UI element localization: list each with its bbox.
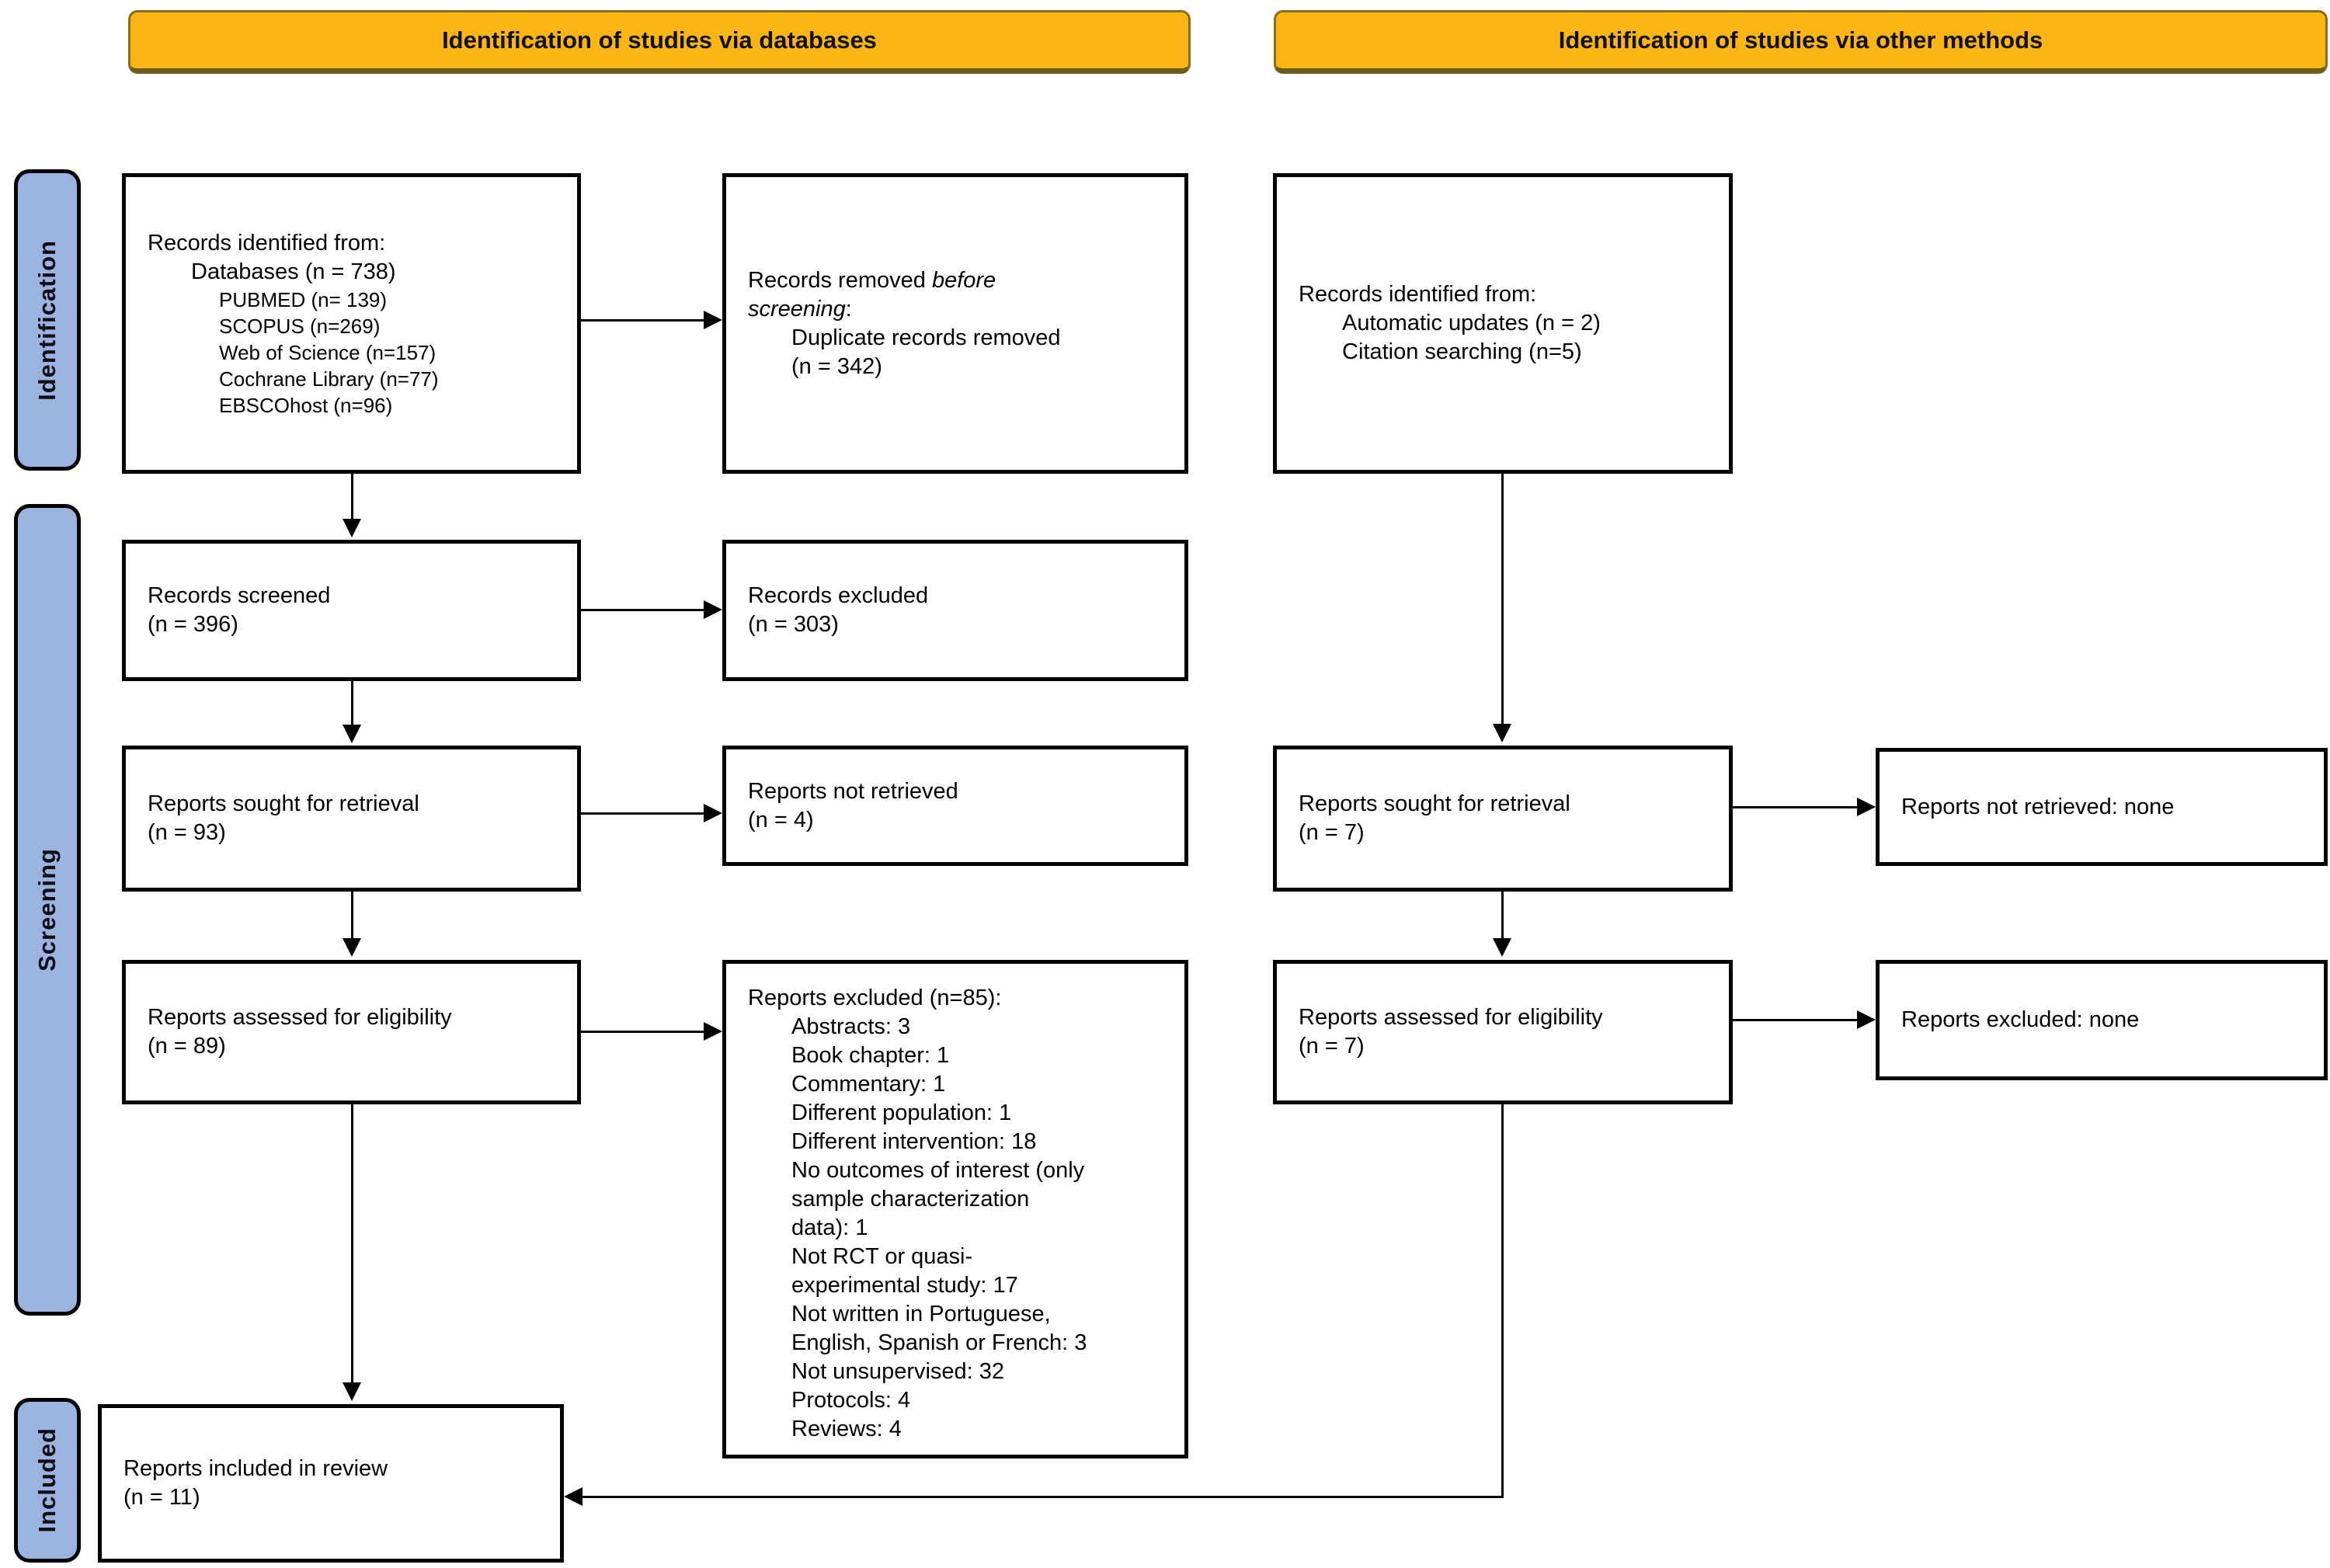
- arrow-other-sought-to-not-retrieved-line: [1733, 806, 1857, 808]
- box-records-identified-databases: Records identified from: Databases (n = …: [122, 173, 581, 474]
- arrow-identified-to-removed-head: [704, 311, 722, 329]
- connector-other-to-included-head: [564, 1487, 582, 1506]
- records-identified-databases-total: Databases (n = 738): [191, 259, 396, 284]
- excluded-protocols: Protocols: 4: [791, 1388, 911, 1413]
- reports-sought-databases-text: Reports sought for retrieval (n = 93): [148, 791, 419, 845]
- box-reports-sought-other: Reports sought for retrieval (n = 7): [1273, 746, 1733, 892]
- arrow-sought-to-assessed-line: [351, 892, 353, 941]
- arrow-identified-to-removed-line: [581, 319, 704, 322]
- stage-included-label: Included: [33, 1427, 61, 1533]
- arrow-sought-to-assessed-head: [343, 938, 361, 957]
- banner-other-methods-label: Identification of studies via other meth…: [1558, 26, 2043, 54]
- box-records-removed-before-screening: Records removed before screening: Duplic…: [722, 173, 1188, 474]
- box-reports-included: Reports included in review (n = 11): [98, 1404, 564, 1563]
- reports-assessed-other-text: Reports assessed for eligibility (n = 7): [1299, 1005, 1603, 1059]
- arrow-other-assessed-to-excluded-line: [1733, 1019, 1857, 1021]
- box-reports-assessed-databases: Reports assessed for eligibility (n = 89…: [122, 960, 581, 1104]
- arrow-identified-to-screened-line: [351, 474, 353, 522]
- box-records-screened: Records screened (n = 396): [122, 540, 581, 681]
- records-excluded-text: Records excluded (n = 303): [748, 583, 929, 637]
- records-removed-colon: :: [845, 296, 852, 322]
- box-reports-excluded-reasons: Reports excluded (n=85): Abstracts: 3 Bo…: [722, 960, 1188, 1458]
- arrow-screened-to-excluded-line: [581, 609, 704, 611]
- reports-excluded-other-text: Reports excluded: none: [1901, 1007, 2140, 1032]
- excluded-reviews: Reviews: 4: [791, 1417, 902, 1441]
- reports-included-text: Reports included in review (n = 11): [123, 1456, 388, 1510]
- records-screened-text: Records screened (n = 396): [148, 583, 331, 637]
- box-reports-sought-databases: Reports sought for retrieval (n = 93): [122, 746, 581, 892]
- stage-screening: Screening: [14, 504, 81, 1316]
- arrow-other-identified-to-sought-head: [1493, 724, 1511, 742]
- records-removed-italic: before screening: [748, 267, 996, 322]
- records-identified-citation-searching: Citation searching (n=5): [1342, 339, 1582, 364]
- records-identified-cochrane: Cochrane Library (n=77): [219, 367, 439, 391]
- stage-identification: Identification: [14, 169, 81, 471]
- records-identified-scopus: SCOPUS (n=269): [219, 314, 381, 338]
- arrow-screened-to-excluded-head: [704, 600, 722, 619]
- banner-databases: Identification of studies via databases: [128, 10, 1191, 74]
- records-removed-title: Records removed before screening:: [748, 266, 996, 324]
- reports-assessed-databases-text: Reports assessed for eligibility (n = 89…: [148, 1005, 452, 1059]
- duplicate-records-removed: Duplicate records removed (n = 342): [791, 325, 1061, 379]
- records-identified-title: Records identified from:: [148, 230, 386, 256]
- stage-identification-label: Identification: [33, 239, 61, 401]
- records-identified-automatic-updates: Automatic updates (n = 2): [1342, 311, 1601, 336]
- arrow-sought-to-not-retrieved-line: [581, 812, 704, 815]
- connector-other-assessed-down-line: [1501, 1104, 1504, 1497]
- arrow-identified-to-screened-head: [343, 519, 361, 537]
- box-records-identified-other: Records identified from: Automatic updat…: [1273, 173, 1733, 474]
- arrow-assessed-to-included-line: [351, 1104, 353, 1385]
- banner-other-methods: Identification of studies via other meth…: [1274, 10, 2328, 74]
- box-reports-not-retrieved-other: Reports not retrieved: none: [1876, 748, 2328, 866]
- arrow-assessed-to-excluded-line: [581, 1031, 704, 1033]
- arrow-other-sought-to-assessed-line: [1501, 892, 1504, 941]
- arrow-other-assessed-to-excluded-head: [1857, 1010, 1876, 1029]
- arrow-sought-to-not-retrieved-head: [704, 804, 722, 822]
- excluded-abstracts: Abstracts: 3: [791, 1014, 911, 1039]
- arrow-screened-to-sought-line: [351, 681, 353, 728]
- arrow-screened-to-sought-head: [343, 725, 361, 743]
- box-reports-assessed-other: Reports assessed for eligibility (n = 7): [1273, 960, 1733, 1104]
- excluded-different-population: Different population: 1: [791, 1100, 1012, 1125]
- arrow-other-identified-to-sought-line: [1501, 474, 1504, 727]
- stage-screening-label: Screening: [33, 848, 61, 972]
- reports-not-retrieved-databases-text: Reports not retrieved (n = 4): [748, 778, 958, 833]
- arrow-assessed-to-excluded-head: [704, 1022, 722, 1041]
- excluded-different-intervention: Different intervention: 18: [791, 1129, 1037, 1154]
- excluded-not-rct: Not RCT or quasi- experimental study: 17: [791, 1244, 1018, 1298]
- arrow-other-sought-to-not-retrieved-head: [1857, 798, 1876, 816]
- excluded-not-written-languages: Not written in Portuguese, English, Span…: [791, 1302, 1087, 1355]
- arrow-other-sought-to-assessed-head: [1493, 938, 1511, 957]
- connector-other-to-included-line: [582, 1496, 1504, 1498]
- excluded-no-outcomes: No outcomes of interest (only sample cha…: [791, 1158, 1085, 1240]
- arrow-assessed-to-included-head: [343, 1382, 361, 1401]
- box-records-excluded: Records excluded (n = 303): [722, 540, 1188, 681]
- records-identified-web-of-science: Web of Science (n=157): [219, 340, 436, 364]
- records-identified-pubmed: PUBMED (n= 139): [219, 287, 388, 311]
- excluded-book-chapter: Book chapter: 1: [791, 1043, 950, 1068]
- records-identified-other-title: Records identified from:: [1299, 282, 1537, 307]
- reports-sought-other-text: Reports sought for retrieval (n = 7): [1299, 791, 1570, 845]
- reports-excluded-reasons-title: Reports excluded (n=85):: [748, 986, 1002, 1010]
- box-reports-not-retrieved-databases: Reports not retrieved (n = 4): [722, 746, 1188, 866]
- records-removed-pre: Records removed: [748, 267, 932, 293]
- stage-included: Included: [14, 1398, 81, 1563]
- box-reports-excluded-other: Reports excluded: none: [1876, 960, 2328, 1080]
- excluded-commentary: Commentary: 1: [791, 1072, 946, 1097]
- records-identified-ebscohost: EBSCOhost (n=96): [219, 393, 393, 417]
- excluded-not-unsupervised: Not unsupervised: 32: [791, 1359, 1005, 1384]
- banner-databases-label: Identification of studies via databases: [442, 26, 877, 54]
- reports-not-retrieved-other-text: Reports not retrieved: none: [1901, 794, 2175, 819]
